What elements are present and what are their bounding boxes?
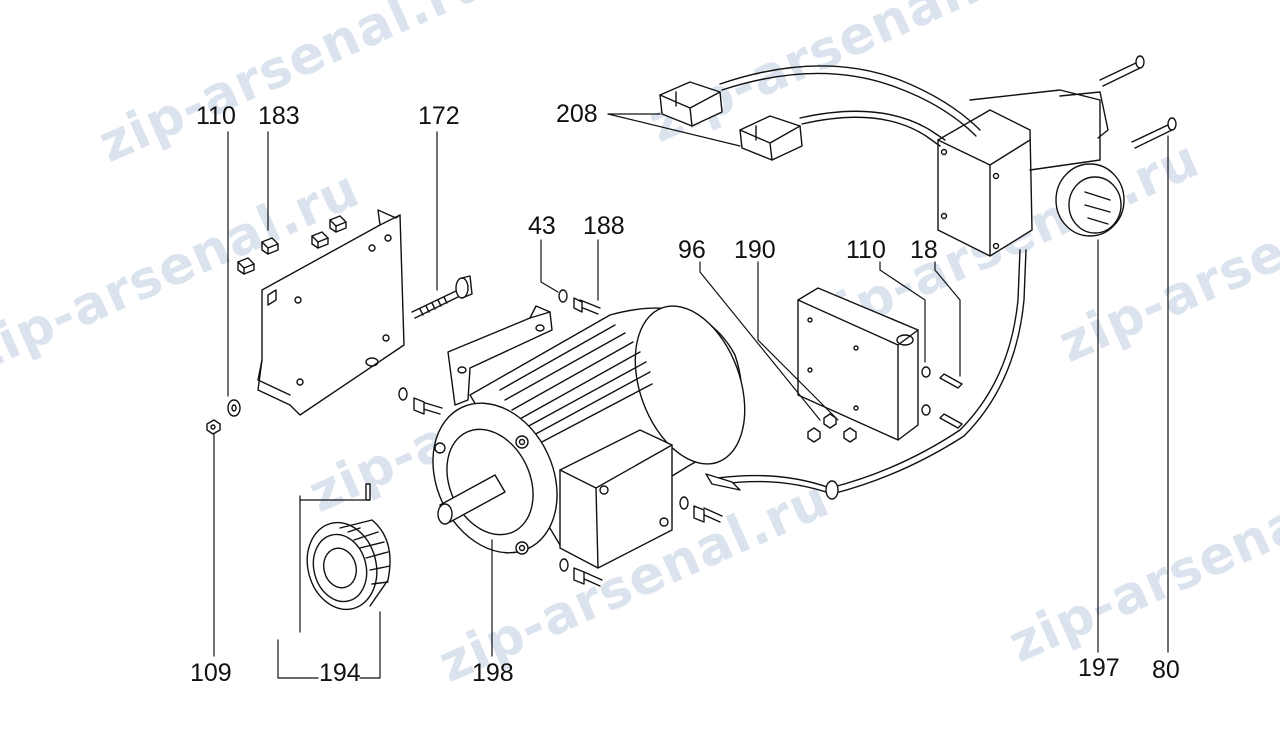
square-nut <box>311 231 329 249</box>
connector-plug <box>739 115 803 161</box>
callout-197: 197 <box>1078 654 1120 682</box>
callout-80: 80 <box>1152 656 1180 684</box>
bolt <box>398 387 443 415</box>
leader-lines <box>213 113 1169 679</box>
cable <box>719 65 981 131</box>
screw <box>939 373 963 389</box>
bolt <box>679 496 723 523</box>
switch-unit <box>937 89 1125 257</box>
screw <box>1131 117 1177 149</box>
mounting-plate <box>257 209 405 416</box>
callout-183: 183 <box>258 102 300 130</box>
screw <box>939 413 963 429</box>
callout-96: 96 <box>678 236 706 264</box>
callout-208: 208 <box>556 100 598 128</box>
callout-43: 43 <box>528 212 556 240</box>
long-bolt <box>411 275 473 319</box>
callout-188: 188 <box>583 212 625 240</box>
screw <box>1099 55 1145 87</box>
cable <box>717 249 1021 489</box>
hex-nut <box>807 427 821 443</box>
callout-172: 172 <box>418 102 460 130</box>
callout-110-right: 110 <box>846 236 886 264</box>
callout-190: 190 <box>734 236 776 264</box>
electric-motor <box>432 305 746 569</box>
pulley <box>306 483 391 611</box>
square-nut <box>329 215 347 233</box>
callout-109: 109 <box>190 659 232 687</box>
connector-plug <box>659 81 723 127</box>
washer <box>227 399 241 417</box>
square-nut <box>261 237 279 255</box>
square-nut <box>237 257 255 275</box>
terminal-plate <box>797 287 919 441</box>
callout-110-left: 110 <box>196 102 236 130</box>
bolt <box>558 289 601 315</box>
hex-nut <box>823 413 837 429</box>
hex-nut <box>843 427 857 443</box>
callout-198: 198 <box>472 659 514 687</box>
bolt <box>559 558 603 587</box>
callout-194: 194 <box>319 659 361 687</box>
callout-18: 18 <box>910 236 938 264</box>
hex-nut <box>206 419 221 435</box>
